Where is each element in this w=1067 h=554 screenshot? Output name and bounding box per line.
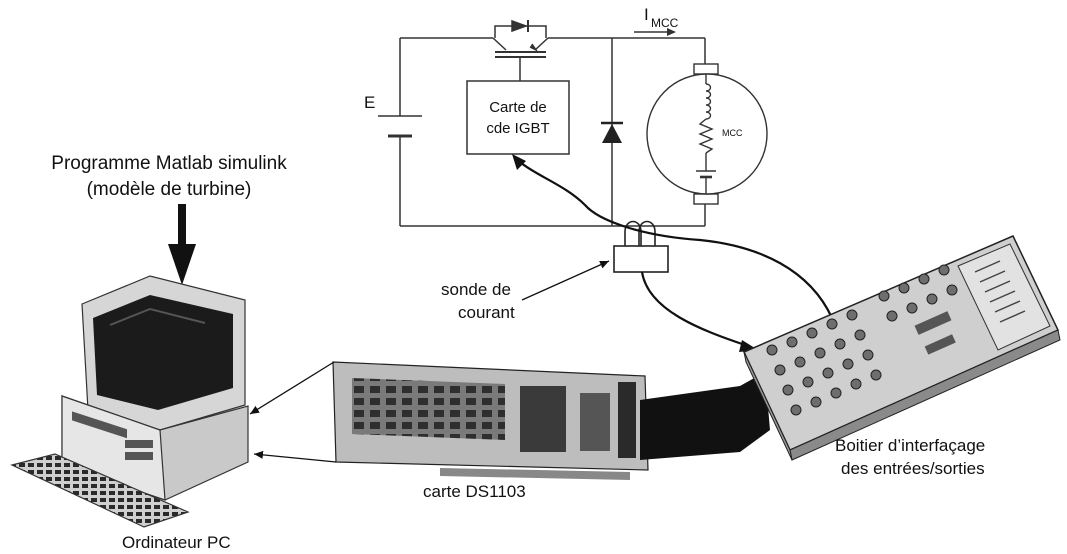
probe-label-line2: courant: [458, 303, 515, 322]
probe-cable: [642, 272, 748, 346]
current-probe: [614, 222, 668, 273]
box-label-line1: Boitier d’interfaçage: [835, 436, 985, 455]
pc-computer: [12, 276, 248, 527]
board-label: carte DS1103: [423, 482, 526, 501]
source-label: E: [364, 93, 375, 112]
igbt-control-card: Carte de cde IGBT: [467, 81, 569, 154]
dc-motor-mcc: [647, 64, 767, 204]
command-arrowhead: [512, 154, 526, 170]
signal-cables: [520, 162, 832, 346]
board-to-pc-arrow-top: [250, 362, 334, 414]
probe-pointer-arrow: [522, 261, 609, 300]
svg-text:MCC: MCC: [651, 16, 679, 30]
current-label: I MCC: [634, 5, 679, 36]
ds1103-board: [333, 362, 770, 480]
svg-text:I: I: [644, 5, 649, 24]
probe-label-line1: sonde de: [441, 280, 511, 299]
program-label-line2: (modèle de turbine): [87, 179, 252, 200]
igbt-switch: [493, 20, 548, 81]
program-label-line1: Programme Matlab simulink: [51, 153, 287, 174]
program-down-arrow: [168, 204, 196, 285]
igbt-card-label-line2: cde IGBT: [486, 120, 549, 137]
motor-label: MCC: [722, 128, 743, 138]
box-label-line2: des entrées/sorties: [841, 459, 985, 478]
board-to-pc-arrow-bottom: [254, 454, 336, 462]
dc-source-battery: [378, 116, 422, 136]
igbt-card-label-line1: Carte de: [489, 99, 547, 116]
freewheel-diode: [601, 123, 623, 143]
pc-label: Ordinateur PC: [122, 533, 231, 552]
